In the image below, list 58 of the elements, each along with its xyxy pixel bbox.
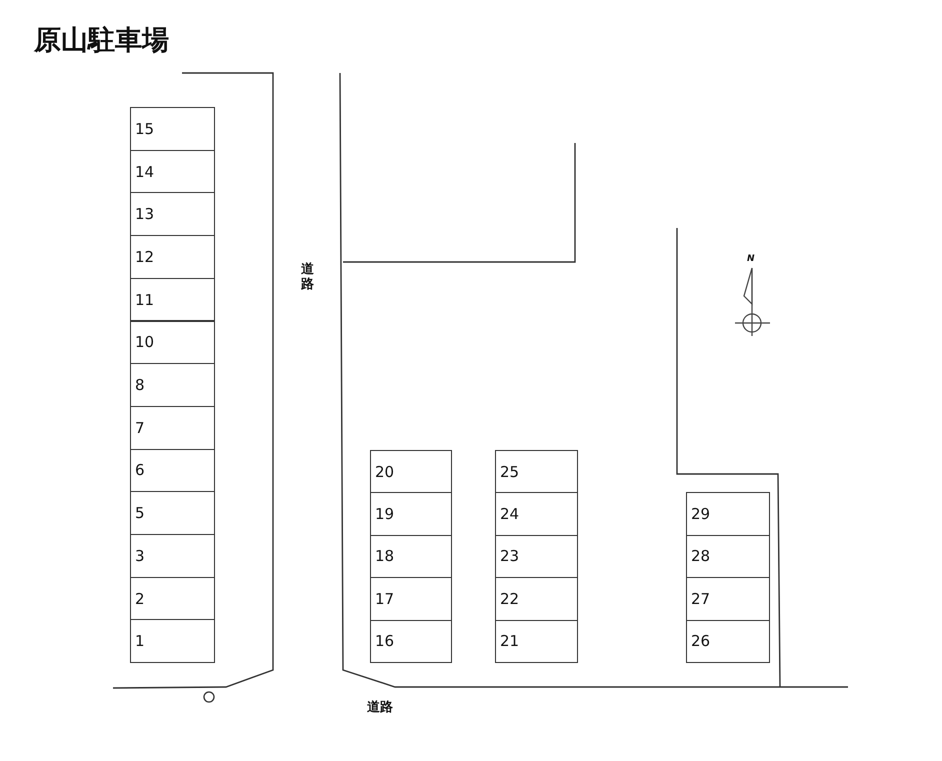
parking-stall xyxy=(370,492,452,536)
parking-stall xyxy=(495,577,578,621)
title: 原山駐車場 xyxy=(34,24,169,58)
parking-stall xyxy=(130,107,215,151)
road-label: 道路 xyxy=(301,262,315,292)
parking-stall xyxy=(130,534,215,578)
parking-stall xyxy=(370,534,452,578)
parking-stall xyxy=(686,534,770,578)
stall-number: 5 xyxy=(135,504,145,522)
stall-number: 29 xyxy=(691,504,710,523)
parking-stall xyxy=(130,448,215,492)
stall-number: 13 xyxy=(135,205,154,224)
stall-number: 28 xyxy=(691,547,710,566)
parking-stall xyxy=(495,534,578,578)
stall-number: 16 xyxy=(375,632,394,650)
parking-stall xyxy=(130,150,215,194)
parking-stall xyxy=(495,620,578,663)
parking-stall xyxy=(130,576,215,620)
parking-stall xyxy=(130,320,215,364)
parking-stall xyxy=(370,450,452,494)
parking-stall xyxy=(130,235,215,279)
north-label: N xyxy=(747,254,755,264)
parking-stall xyxy=(130,363,215,407)
stall-number: 14 xyxy=(135,162,154,181)
stall-number: 2 xyxy=(135,590,145,608)
stall-number: 23 xyxy=(500,547,520,566)
stall-number: 7 xyxy=(135,418,145,437)
stall-number: 19 xyxy=(375,505,394,524)
stall-number: 11 xyxy=(135,290,154,309)
stall-number: 10 xyxy=(135,333,154,352)
parking-stall xyxy=(130,491,215,535)
parking-stall xyxy=(370,577,452,621)
road-label: 道路 xyxy=(367,699,393,716)
stall-number: 24 xyxy=(500,505,520,524)
stall-number: 18 xyxy=(375,547,394,566)
stall-number: 21 xyxy=(500,632,520,650)
stall-number: 1 xyxy=(135,632,145,650)
stall-number: 22 xyxy=(500,590,520,608)
parking-stall xyxy=(370,620,452,663)
parking-stall xyxy=(495,450,578,494)
stall-number: 12 xyxy=(135,248,154,266)
stall-number: 3 xyxy=(135,546,145,565)
parking-stall xyxy=(686,620,770,663)
parking-stall xyxy=(130,192,215,236)
parking-stall xyxy=(130,406,215,450)
stall-number: 25 xyxy=(500,462,520,481)
parking-stall xyxy=(686,577,770,620)
parking-stall xyxy=(686,492,770,536)
parking-stall xyxy=(130,619,215,664)
stall-number: 8 xyxy=(135,376,145,394)
stall-number: 26 xyxy=(691,632,710,650)
stall-number: 20 xyxy=(375,462,394,481)
stall-number: 6 xyxy=(135,461,145,480)
parking-stall xyxy=(130,278,215,322)
parking-stall xyxy=(495,492,578,536)
stall-number: 27 xyxy=(691,590,710,608)
stall-number: 15 xyxy=(135,120,154,138)
stall-number: 17 xyxy=(375,590,394,608)
